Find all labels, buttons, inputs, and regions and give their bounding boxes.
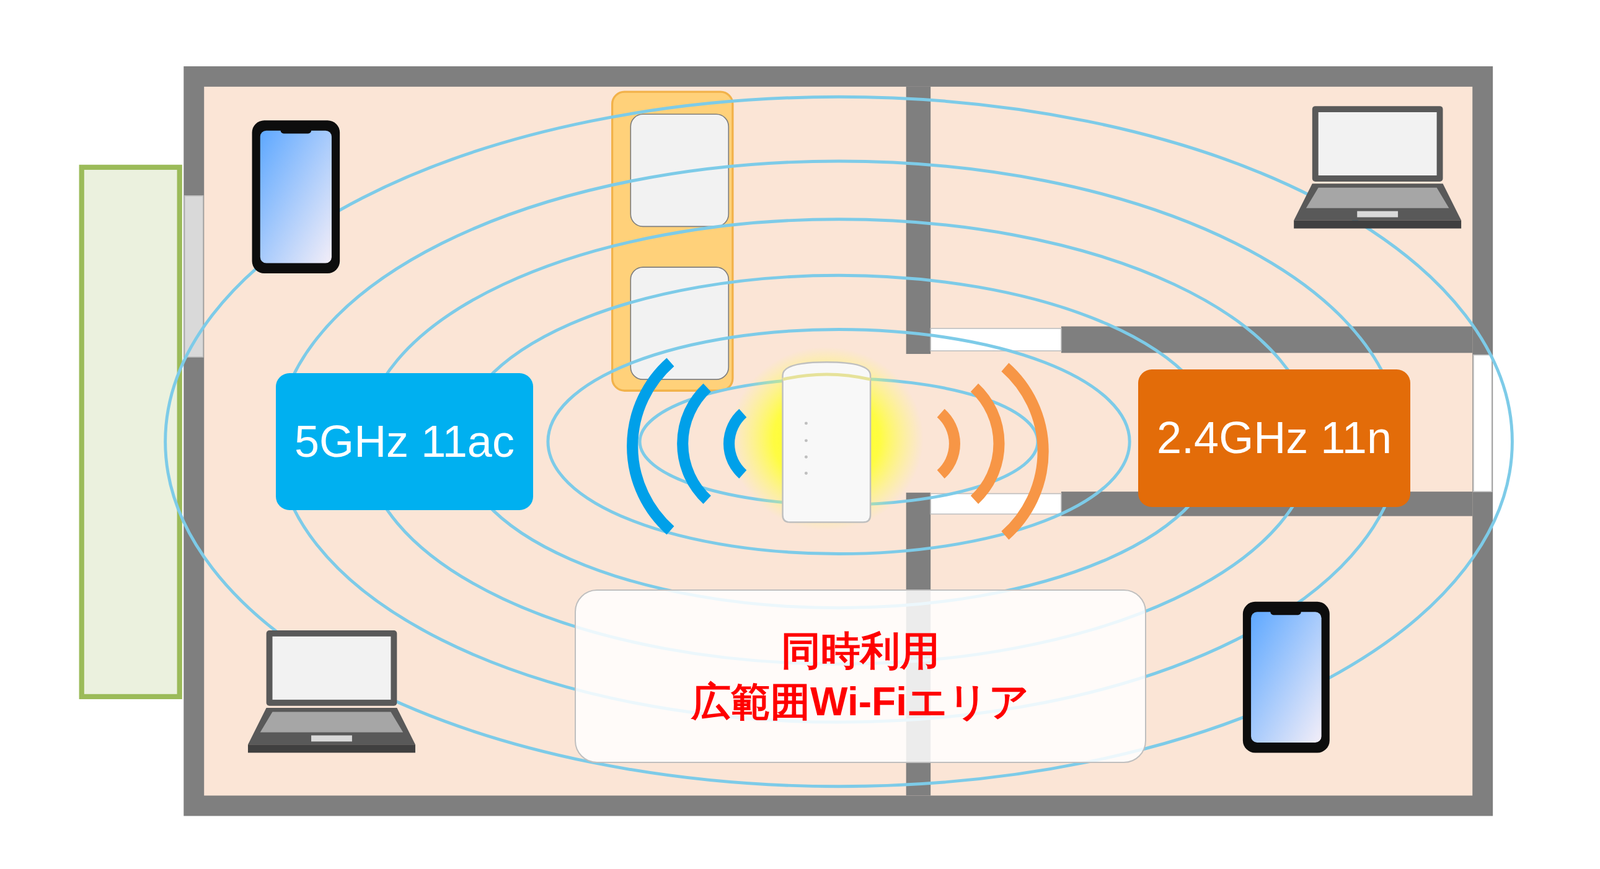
router-glow — [729, 346, 924, 531]
door — [930, 493, 1062, 514]
signal-range — [165, 96, 1513, 787]
caption-box: 同時利用広範囲Wi-Fiエリア — [574, 589, 1147, 764]
wave-24ghz — [941, 366, 1044, 536]
area-label: 同時利用 — [781, 629, 940, 673]
smartphone — [252, 120, 341, 274]
band-label: 5GHz 11ac — [294, 417, 515, 467]
floor — [203, 86, 1473, 796]
laptop — [247, 630, 416, 753]
router — [782, 362, 871, 522]
router-light — [782, 374, 871, 380]
band-box: 5GHz 11ac — [275, 373, 534, 511]
area-label: 広範囲Wi-Fiエリア — [691, 680, 1030, 724]
router-leds — [804, 421, 808, 475]
laptop — [1293, 106, 1462, 229]
band-label: 2.4GHz 11n — [1156, 413, 1392, 463]
closet-panel — [630, 114, 729, 227]
outer-wall — [183, 66, 1493, 816]
window — [1473, 355, 1493, 493]
smartphone — [1242, 601, 1330, 754]
wave-5ghz — [632, 362, 743, 531]
band-box: 2.4GHz 11n — [1138, 369, 1411, 508]
